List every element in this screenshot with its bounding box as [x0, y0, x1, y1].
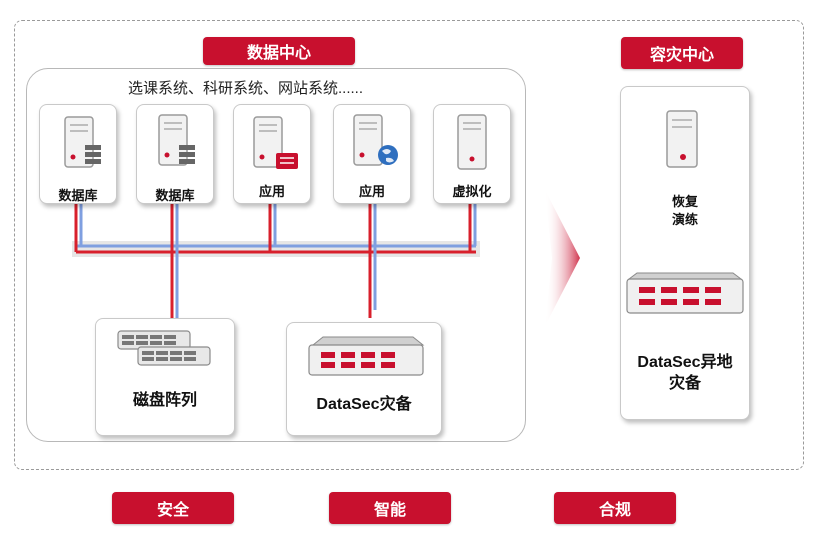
server-label: 应用 [358, 184, 385, 199]
database-server-icon [158, 114, 195, 166]
tag-security: 安全 [112, 492, 234, 524]
web-server-globe-icon [353, 114, 398, 166]
systems-subtitle: 选课系统、科研系统、网站系统...... [128, 80, 364, 97]
dr-center-box: 恢复 演练 DataSec异地 灾备 [620, 86, 750, 420]
datasec-backup-card[interactable]: DataSec灾备 [286, 322, 442, 436]
remote-backup-label-line2: 灾备 [668, 375, 701, 392]
tag-compliance: 合规 [554, 492, 676, 524]
outer-dashed-frame [14, 20, 804, 470]
server-card-application-1[interactable]: 应用 [233, 104, 311, 204]
data-center-title: 数据中心 [203, 37, 355, 65]
storage-drop-lines [170, 246, 377, 320]
replication-arrow-icon [545, 190, 580, 326]
virtualization-server-icon [457, 114, 487, 170]
server-label: 虚拟化 [452, 184, 492, 199]
server-card-database-1[interactable]: 数据库 [39, 104, 117, 204]
remote-backup-appliance-icon [626, 272, 744, 314]
server-card-application-2[interactable]: 应用 [333, 104, 411, 204]
application-server-icon [253, 116, 298, 169]
server-label: 应用 [258, 184, 285, 199]
remote-backup-label-line1: DataSec异地 [637, 354, 733, 371]
datasec-backup-label: DataSec灾备 [316, 396, 412, 413]
server-drop-lines [74, 203, 477, 252]
drill-label-line2: 演练 [671, 212, 698, 227]
drill-server-icon [666, 110, 698, 168]
drill-label-line1: 恢复 [671, 194, 698, 209]
database-server-icon [64, 116, 101, 168]
dr-center-title: 容灾中心 [621, 37, 743, 69]
server-label: 数据库 [58, 188, 98, 203]
disk-array-label: 磁盘阵列 [132, 392, 197, 409]
backup-appliance-icon [308, 336, 425, 376]
disk-array-icon [117, 330, 211, 366]
server-card-database-2[interactable]: 数据库 [136, 104, 214, 204]
server-label: 数据库 [155, 188, 195, 203]
tag-intelligent: 智能 [329, 492, 451, 524]
disk-array-card[interactable]: 磁盘阵列 [95, 318, 235, 436]
server-card-virtualization[interactable]: 虚拟化 [433, 104, 511, 204]
